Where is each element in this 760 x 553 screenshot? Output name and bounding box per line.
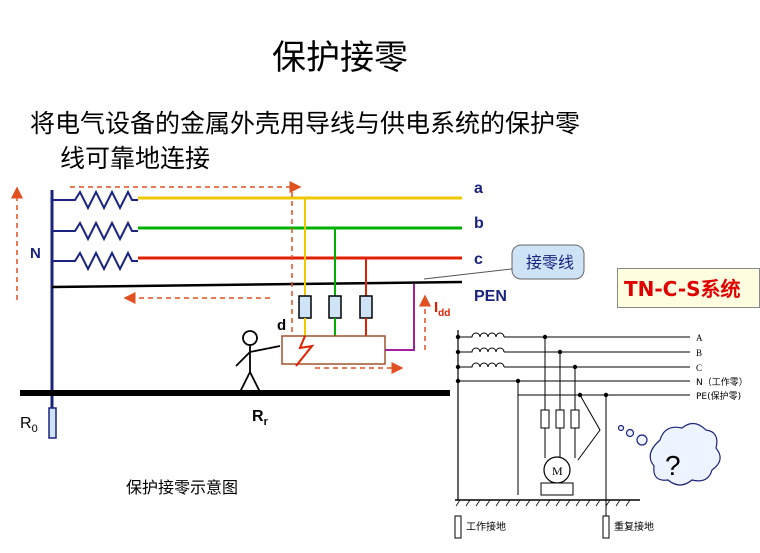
thought-question: ?	[665, 450, 681, 481]
rr-label: Rr	[252, 408, 269, 428]
right-tncs-diagram: A B C N（工作零） PE(保护零)	[454, 330, 748, 539]
line-label-c: C	[696, 363, 702, 373]
fuse-b	[328, 295, 342, 319]
page-title: 保护接零	[272, 38, 408, 78]
thought-bubble	[617, 422, 721, 486]
pen-line	[51, 280, 463, 289]
left-circuit-diagram: a b c PEN N d Idd	[11, 180, 585, 439]
pen-callout	[511, 244, 585, 280]
ground-electrode-1	[454, 515, 462, 539]
person-figure	[235, 330, 281, 393]
pen-callout-text: 接零线	[526, 253, 574, 272]
ground2-label: 重复接地	[614, 520, 654, 533]
ground1-label: 工作接地	[466, 520, 506, 533]
pen-label: PEN	[474, 288, 507, 305]
phase-a-label: a	[474, 180, 483, 197]
ground-electrode-2	[602, 515, 610, 539]
n-label: N	[30, 245, 41, 262]
fuse-a	[298, 295, 312, 319]
transformer-windings	[52, 189, 138, 272]
diagram-caption: 保护接零示意图	[126, 478, 239, 497]
right-fuse-a	[540, 409, 550, 429]
d-label: d	[277, 317, 286, 334]
right-fuse-c	[570, 409, 580, 429]
motor-label: M	[552, 464, 563, 478]
phase-b-label: b	[474, 215, 484, 232]
bullet-line-2: 线可靠地连接	[60, 144, 211, 173]
bullet-text: 将电气设备的金属外壳用导线与供电系统的保护零 线可靠地连接	[30, 106, 730, 176]
fault-path	[295, 335, 315, 367]
equipment-enclosure	[281, 335, 386, 365]
phase-c-label: c	[474, 251, 483, 268]
right-coils	[458, 332, 505, 368]
bullet-line-1: 将电气设备的金属外壳用导线与供电系统的保护零	[30, 109, 581, 138]
tncs-system-box: TN-C-S系统	[617, 268, 760, 308]
r0-electrode	[48, 407, 57, 439]
pe-conductor	[385, 284, 415, 351]
line-label-b: B	[696, 348, 702, 358]
line-label-n: N（工作零）	[696, 376, 748, 388]
r0-label: R0	[20, 415, 38, 435]
idd-label: Idd	[434, 299, 450, 319]
fuse-c	[359, 295, 373, 319]
right-fuse-b	[555, 409, 565, 429]
line-label-pe: PE(保护零)	[696, 390, 741, 402]
line-label-a: A	[696, 333, 703, 343]
